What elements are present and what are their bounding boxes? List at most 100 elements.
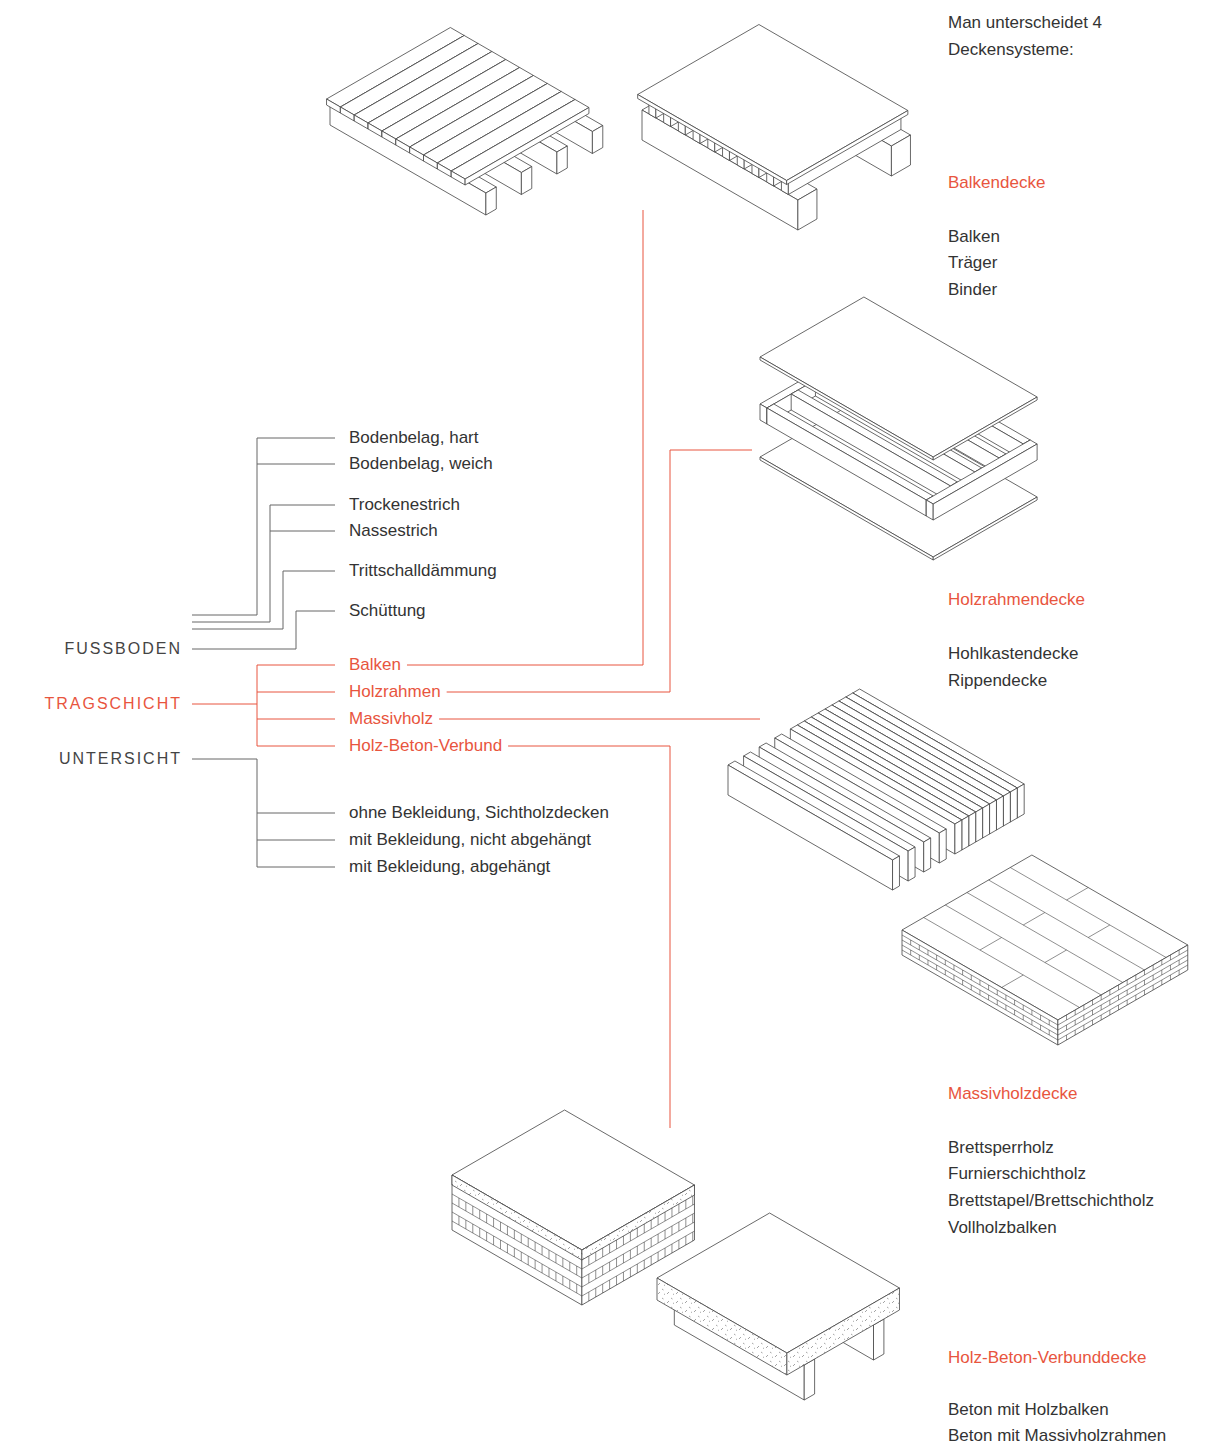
list-item: Bodenbelag, hart: [349, 428, 479, 448]
drawing-face: [410, 147, 424, 161]
drawing-face: [962, 816, 969, 850]
drawing-face: [396, 139, 410, 153]
drawing-line: [685, 1200, 686, 1209]
drawing-face: [728, 765, 893, 890]
drawing-face: [382, 131, 396, 145]
list-item: Rippendecke: [948, 671, 1047, 691]
drawing-line: [452, 1203, 582, 1278]
drawing-line: [535, 1242, 536, 1251]
drawing-line: [493, 1218, 494, 1227]
drawing-line: [458, 1198, 459, 1207]
drawing-line: [465, 1202, 466, 1211]
drawing-line: [602, 1248, 603, 1257]
drawing-line: [616, 1240, 617, 1249]
drawing-face: [486, 187, 496, 215]
intro-heading: Man unterscheidet 4 Deckensysteme:: [948, 9, 1116, 63]
drawing-face: [465, 108, 589, 186]
drawing-line: [1031, 1010, 1032, 1015]
drawing-line: [927, 950, 928, 955]
drawing-line: [1014, 1000, 1015, 1005]
drawing-line: [637, 1264, 638, 1273]
ceiling-drawings: [327, 25, 1188, 1401]
bracket: [192, 505, 335, 622]
drawing-line: [542, 1264, 543, 1273]
drawing-face: [874, 1319, 884, 1360]
drawing-line: [1144, 990, 1145, 995]
drawing-line: [658, 1216, 659, 1225]
drawing-line: [971, 985, 972, 990]
drawing-line: [1040, 1015, 1041, 1020]
drawing-line: [458, 1216, 459, 1225]
drawing-line: [1010, 868, 1166, 958]
list-item: Nassestrich: [349, 521, 438, 541]
drawing-line: [576, 1266, 577, 1275]
drawing-line: [1083, 1005, 1084, 1010]
drawing-face: [452, 1175, 582, 1260]
drawing-line: [685, 1236, 686, 1245]
drawing-line: [609, 1280, 610, 1289]
drawing-line: [1170, 965, 1171, 970]
drawing-line: [953, 975, 954, 980]
drawing-line: [486, 1232, 487, 1241]
drawing-line: [927, 960, 928, 965]
drawing-line: [1040, 1025, 1041, 1030]
drawing-line: [637, 1246, 638, 1255]
drawing-face: [1058, 945, 1188, 1045]
drawing-line: [1005, 995, 1006, 1000]
drawing-line: [902, 950, 1058, 1040]
drawing-line: [452, 1194, 582, 1269]
drawing-face: [939, 829, 946, 863]
drawing-line: [623, 1236, 624, 1245]
drawing-line: [1075, 1030, 1076, 1035]
drawing-line: [595, 1252, 596, 1261]
drawing-face: [924, 838, 931, 872]
drawing-line: [1014, 1010, 1015, 1015]
list-item: Balken: [948, 227, 1000, 247]
drawing-line: [644, 1260, 645, 1269]
drawing-line: [1075, 1020, 1076, 1025]
drawing-line: [1127, 990, 1128, 995]
drawing-line: [569, 1280, 570, 1289]
drawing-line: [953, 965, 954, 970]
drawing-line: [1153, 965, 1154, 970]
drawing-face: [902, 930, 1058, 1045]
list-item: Bodenbelag, weich: [349, 454, 493, 474]
bracket: [192, 571, 335, 629]
drawing-line: [1127, 1000, 1128, 1005]
drawing-line: [548, 1250, 549, 1259]
drawing-line: [1144, 980, 1145, 985]
drawing-line: [472, 1206, 473, 1215]
structure-item: Massivholz: [349, 709, 433, 729]
list-item: ohne Bekleidung, Sichtholzdecken: [349, 803, 609, 823]
drawing-line: [500, 1222, 501, 1231]
drawing-line: [924, 918, 1080, 1008]
drawing-line: [1153, 985, 1154, 990]
drawing-line: [919, 945, 920, 950]
drawing-line: [1023, 1005, 1024, 1010]
drawing-line: [980, 938, 1002, 951]
drawing-line: [1109, 1000, 1110, 1005]
drawing-line: [651, 1238, 652, 1247]
drawing-line: [1049, 1020, 1050, 1025]
drawing-line: [1088, 925, 1110, 938]
drawing-face: [354, 115, 368, 129]
drawing-line: [1092, 1000, 1093, 1005]
drawing-line: [692, 1214, 693, 1223]
drawing-line: [514, 1230, 515, 1239]
drawing-line: [671, 1244, 672, 1253]
drawing-face: [893, 856, 900, 890]
drawing-line: [1058, 950, 1188, 1025]
list-item: Binder: [948, 280, 997, 300]
drawing-face: [638, 25, 908, 181]
drawing-line: [588, 1292, 589, 1301]
drawing-line: [1135, 995, 1136, 1000]
drawing-line: [945, 905, 1101, 995]
drawing-line: [1127, 980, 1128, 985]
drawing-face: [798, 189, 817, 230]
drawing-line: [685, 1218, 686, 1227]
drawing-line: [465, 1220, 466, 1229]
drawing-line: [1083, 1025, 1084, 1030]
list-item: Furnierschichtholz: [948, 1164, 1086, 1184]
drawing-line: [1101, 1005, 1102, 1010]
